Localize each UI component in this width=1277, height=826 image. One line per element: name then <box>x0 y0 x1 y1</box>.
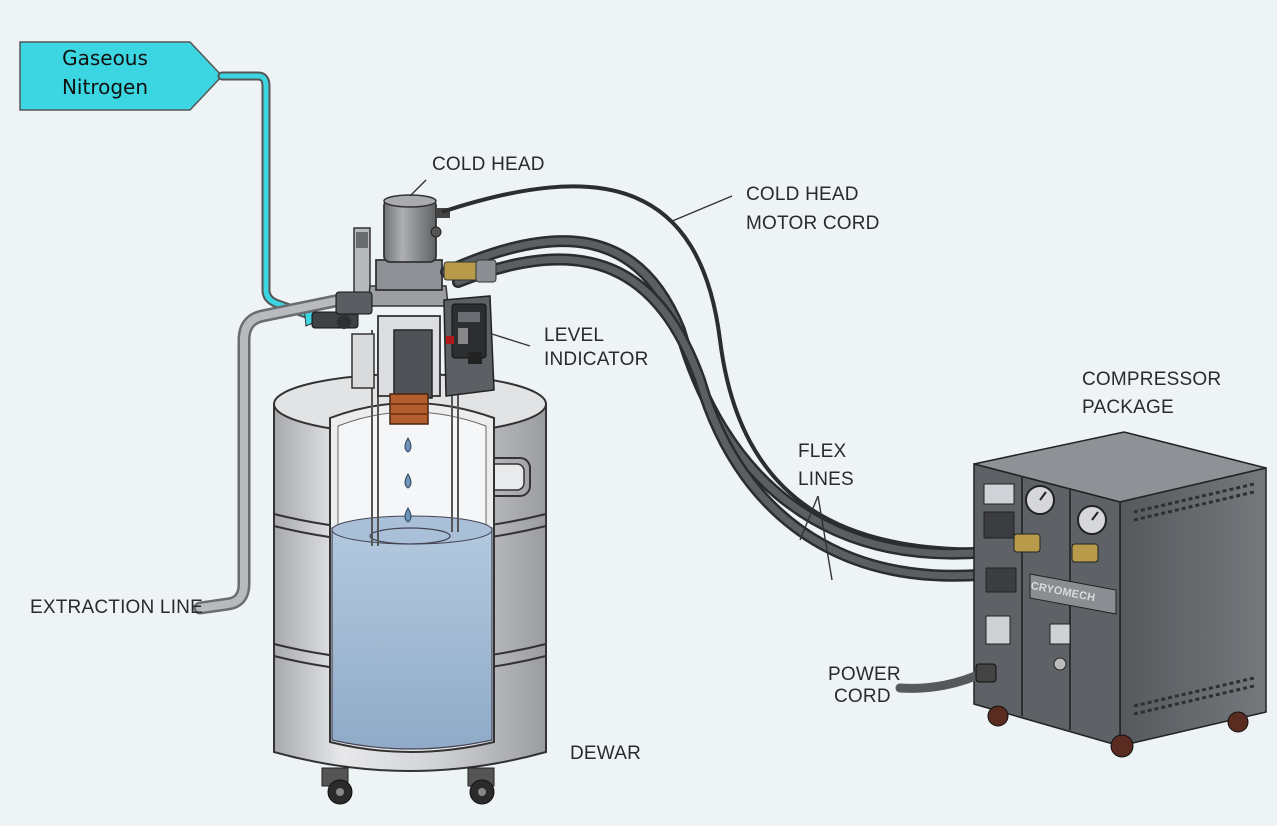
gaseous-nitrogen-callout <box>19 41 224 111</box>
callout-line-2: Nitrogen <box>61 75 149 99</box>
droplet-icon <box>404 507 412 523</box>
droplet-icon <box>404 437 412 453</box>
gaseous-nitrogen-label: Gaseous Nitrogen <box>20 44 190 102</box>
compressor-package <box>895 431 1267 758</box>
droplet-icon <box>404 473 412 489</box>
extraction-line-label: EXTRACTION LINE <box>30 597 203 618</box>
compressor-package-label-2: PACKAGE <box>1082 397 1174 418</box>
flex-lines <box>440 235 1086 582</box>
cold-head <box>311 194 450 425</box>
motor-cord-label-2: MOTOR CORD <box>746 213 880 234</box>
dewar <box>273 330 547 805</box>
flex-lines-label-1: FLEX <box>798 441 847 462</box>
level-indicator-label-1: LEVEL <box>544 325 605 346</box>
motor-cord-label-1: COLD HEAD <box>746 184 859 205</box>
liquid-nitrogen <box>331 516 493 750</box>
power-cord-label-2: CORD <box>834 686 891 707</box>
cold-head-label: COLD HEAD <box>432 154 545 175</box>
leader-lines <box>409 179 833 581</box>
compressor-package-label-1: COMPRESSOR <box>1082 369 1222 390</box>
power-cord <box>895 667 989 693</box>
flex-lines-label-2: LINES <box>798 469 854 490</box>
dewar-label: DEWAR <box>570 743 642 764</box>
power-cord-label-1: POWER <box>828 664 901 685</box>
cold-head-motor-cord <box>441 184 1021 552</box>
callout-line-1: Gaseous <box>62 46 148 70</box>
level-indicator-label-2: INDICATOR <box>544 349 649 370</box>
level-indicator <box>443 295 495 397</box>
